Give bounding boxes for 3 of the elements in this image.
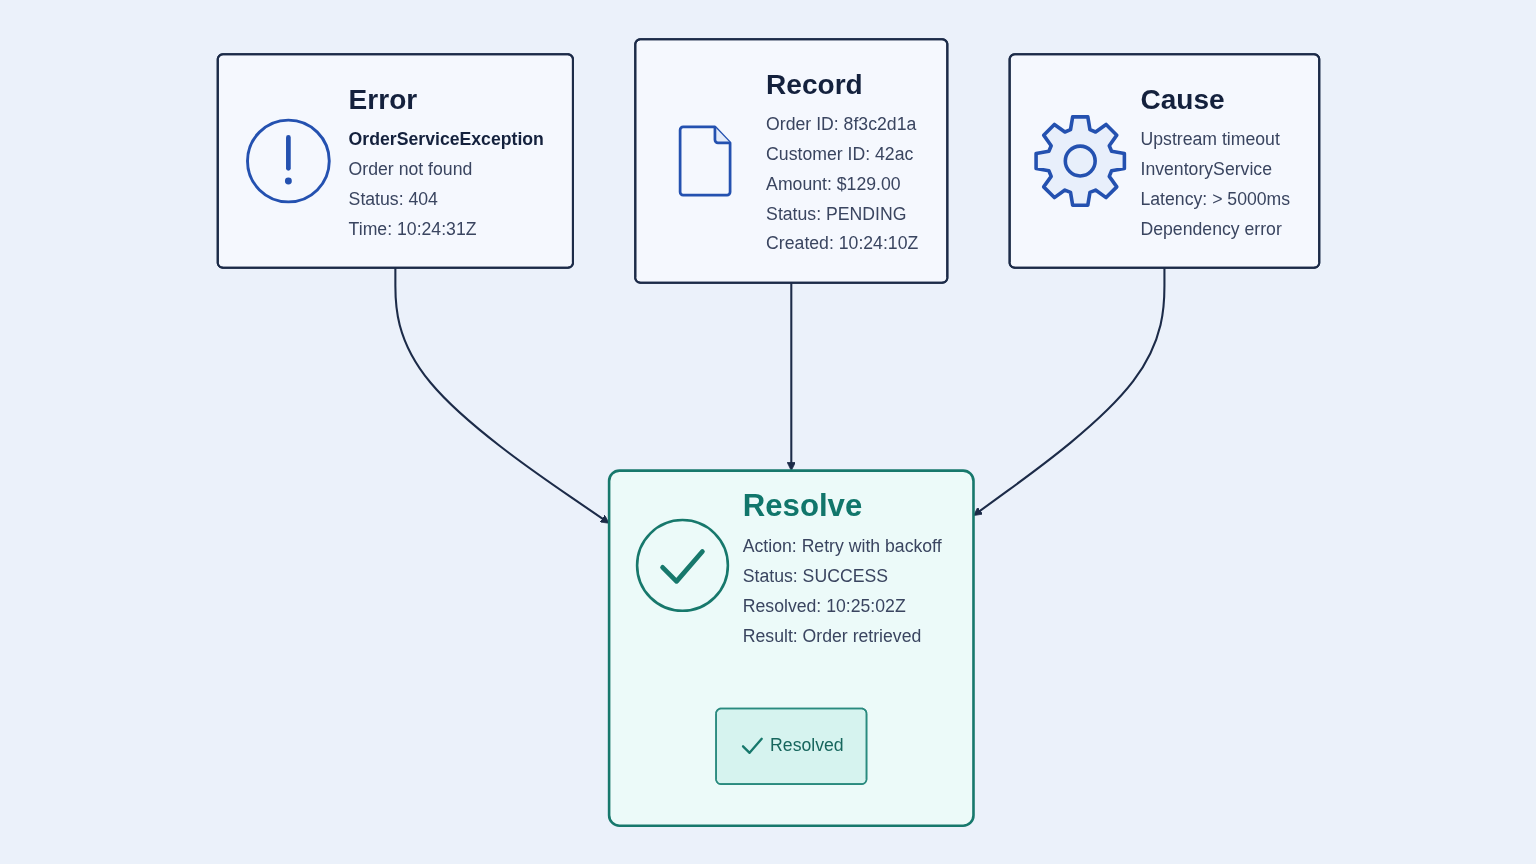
arrow	[972, 267, 1165, 516]
arrow	[786, 282, 796, 471]
arrow	[393, 267, 609, 524]
